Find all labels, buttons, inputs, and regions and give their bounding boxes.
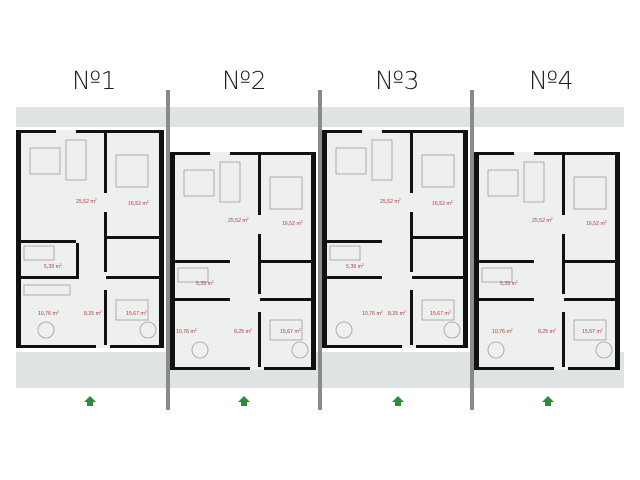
unit-title-1: №1 xyxy=(71,66,117,95)
area-label-bedroom2: 15,67 m2 xyxy=(582,328,603,335)
area-label-living: 25,52 m2 xyxy=(380,198,401,205)
area-label-bedroom1: 16,52 m2 xyxy=(586,220,607,227)
area-label-hall: 8,25 m2 xyxy=(234,328,252,335)
furniture xyxy=(329,139,461,339)
area-label-hall: 8,25 m2 xyxy=(538,328,556,335)
entrance-arrow-icon xyxy=(392,396,404,406)
furniture xyxy=(481,161,613,359)
area-label-bath: 5,39 m2 xyxy=(500,280,518,287)
area-label-bath: 5,39 m2 xyxy=(44,263,62,270)
area-label-living: 25,52 m2 xyxy=(228,217,249,224)
area-label-room3: 10,76 m2 xyxy=(38,310,59,317)
unit-dividers xyxy=(166,90,474,410)
area-label-bedroom2: 15,67 m2 xyxy=(280,328,301,335)
area-label-bath: 5,39 m2 xyxy=(346,263,364,270)
area-label-hall: 8,25 m2 xyxy=(388,310,406,317)
unit-plan-1: 25,52 m2 16,52 m2 5,39 m2 10,76 m2 8,25 … xyxy=(16,130,164,406)
entrance-arrow-icon xyxy=(238,396,250,406)
unit-title-2: №2 xyxy=(221,66,267,95)
area-label-bedroom1: 16,52 m2 xyxy=(432,200,453,207)
unit-plan-2: 25,52 m2 16,52 m2 5,39 m2 10,76 m2 8,25 … xyxy=(170,152,316,406)
area-label-room3: 10,76 m2 xyxy=(362,310,383,317)
unit-title-3: №3 xyxy=(374,66,420,95)
unit-plan-4: 25,52 m2 16,52 m2 5,39 m2 10,76 m2 8,25 … xyxy=(474,152,620,406)
unit-plan-3: 25,52 m2 16,52 m2 5,39 m2 10,76 m2 8,25 … xyxy=(322,130,468,406)
furniture xyxy=(177,161,309,359)
walls xyxy=(474,152,620,370)
area-label-bedroom2: 15,67 m2 xyxy=(126,310,147,317)
walls xyxy=(322,130,468,348)
entrance-arrow-icon xyxy=(542,396,554,406)
area-label-living: 25,52 m2 xyxy=(532,217,553,224)
area-label-hall: 8,25 m2 xyxy=(84,310,102,317)
unit-divider xyxy=(470,90,474,410)
unit-title-4: №4 xyxy=(528,66,574,95)
furniture xyxy=(23,139,157,339)
area-label-room3: 10,76 m2 xyxy=(176,328,197,335)
walls xyxy=(16,130,164,348)
walls xyxy=(170,152,316,370)
unit-divider xyxy=(166,90,170,410)
area-label-living: 25,52 m2 xyxy=(76,198,97,205)
area-label-bath: 5,39 m2 xyxy=(196,280,214,287)
area-label-room3: 10,76 m2 xyxy=(492,328,513,335)
area-label-bedroom2: 15,67 m2 xyxy=(430,310,451,317)
area-label-bedroom1: 16,52 m2 xyxy=(128,200,149,207)
area-label-bedroom1: 16,52 m2 xyxy=(282,220,303,227)
unit-divider xyxy=(318,90,322,410)
entrance-arrow-icon xyxy=(84,396,96,406)
